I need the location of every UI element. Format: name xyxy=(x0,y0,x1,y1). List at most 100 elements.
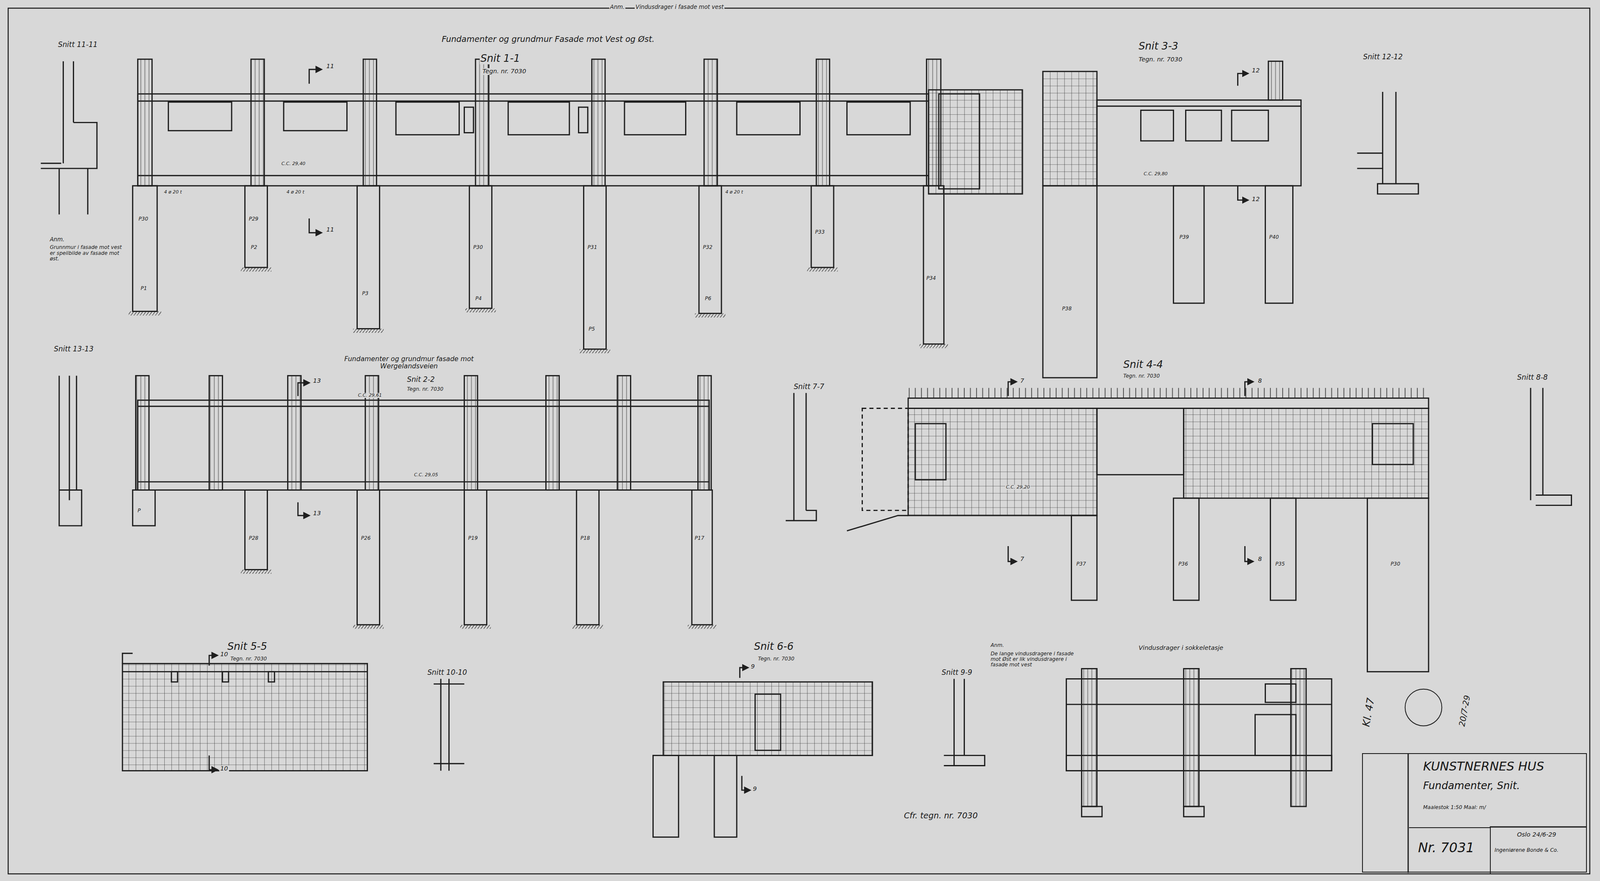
drawing-label: C.C. 29,80 xyxy=(1142,171,1169,177)
title-text: KUNSTNERNES HUS xyxy=(1422,759,1545,774)
section-2-2 xyxy=(59,375,717,629)
drawing-label: 8 xyxy=(1257,377,1263,385)
drawing-label: 7 xyxy=(1019,377,1026,385)
drawing-label: P32 xyxy=(701,244,714,251)
drawing-rect xyxy=(704,59,718,186)
drawing-label: P xyxy=(136,508,142,514)
drawing-rect xyxy=(923,185,944,345)
drawing-label: Grunnmur i fasade mot vest er speilbilde… xyxy=(49,244,125,262)
drawing-line xyxy=(1097,105,1302,107)
drawing-label: 4 ø 20 t xyxy=(724,189,744,195)
drawing-label: Vindusdrager i sokkeletasje xyxy=(1137,644,1225,652)
drawing-rect xyxy=(714,755,737,838)
drawing-label: Snit 1-1 xyxy=(479,52,522,65)
drawing-rect xyxy=(222,671,229,683)
drawing-rect xyxy=(132,489,155,526)
drawing-label: Vindusdrager i fasade mot vest xyxy=(634,4,725,11)
drawing-rect xyxy=(464,375,478,490)
drawing-rect xyxy=(287,375,302,490)
drawing-label: 10 xyxy=(219,651,229,658)
drawing-rect xyxy=(1173,185,1205,304)
drawing-path xyxy=(739,667,747,678)
title-text: Fundamenter, Snit. xyxy=(1422,780,1521,792)
drawing-rect xyxy=(1140,110,1174,141)
drawing-rect xyxy=(663,682,873,756)
drawing-rect xyxy=(8,8,1590,874)
title-text: Nr. 7031 xyxy=(1417,840,1476,855)
drawing-label: Snitt 10-10 xyxy=(426,668,468,677)
drawing-rect xyxy=(694,313,726,318)
drawing-rect xyxy=(132,185,158,312)
drawing-label: 10 xyxy=(219,765,229,773)
drawing-rect xyxy=(244,185,268,268)
drawing-label: Tegn. nr. 7030 xyxy=(229,656,268,662)
drawing-label: Snitt 12-12 xyxy=(1362,52,1404,61)
drawing-rect xyxy=(128,311,162,316)
drawing-label: Anm. xyxy=(609,4,626,11)
drawing-label: Snitt 7-7 xyxy=(793,382,826,391)
drawing-path xyxy=(59,61,97,215)
drawing-rect xyxy=(469,185,492,309)
drawing-path xyxy=(309,218,321,233)
drawing-rect xyxy=(353,328,384,333)
drawing-rect xyxy=(1367,498,1429,672)
drawing-rect xyxy=(464,489,487,625)
drawing-label: C.C. 29,40 xyxy=(280,161,307,167)
drawing-rect xyxy=(811,185,834,268)
drawing-rect xyxy=(699,185,722,314)
drawing-rect xyxy=(460,624,491,630)
drawing-label: P6 xyxy=(704,295,713,302)
drawing-path xyxy=(1356,91,1419,194)
drawing-path xyxy=(298,502,309,516)
drawing-rect xyxy=(1097,99,1302,186)
drawing-label: P30 xyxy=(137,216,150,222)
drawing-path xyxy=(122,653,133,664)
title-text: Maalestok 1:50 Maal: m/ xyxy=(1422,804,1487,811)
drawing-rect xyxy=(395,102,459,135)
drawing-rect xyxy=(806,267,838,272)
title-block: KUNSTNERNES HUS Fundamenter, Snit. Maalest… xyxy=(1362,753,1587,873)
drawing-label: P17 xyxy=(693,535,706,542)
drawing-rect xyxy=(915,423,946,481)
drawing-path xyxy=(785,392,817,521)
drawing-rect xyxy=(1265,185,1293,304)
drawing-label: 7 xyxy=(1019,555,1026,563)
drawing-rect xyxy=(1042,71,1098,186)
drawing-label: P29 xyxy=(248,216,260,222)
drawing-rect xyxy=(244,489,268,570)
drawing-rect xyxy=(363,59,377,186)
section-3-3 xyxy=(1042,61,1302,379)
drawing-label: P18 xyxy=(579,535,592,542)
drawing-rect xyxy=(1097,408,1184,476)
drawing-label: Snitt 11-11 xyxy=(57,40,99,49)
drawing-label: De lange vindusdragere i fasade mot Øst … xyxy=(989,651,1086,669)
drawing-label: 9 xyxy=(751,785,758,793)
drawing-rect xyxy=(652,755,679,838)
drawing-rect xyxy=(908,397,1429,409)
drawing-label: P26 xyxy=(360,535,372,542)
drawing-path xyxy=(1008,546,1016,562)
drawing-rect xyxy=(357,489,380,625)
drawing-path xyxy=(433,679,465,771)
drawing-label: Tegn. nr. 7030 xyxy=(481,68,528,75)
drawing-rect xyxy=(1081,806,1103,817)
drawing-rect xyxy=(1042,185,1098,378)
drawing-label: P1 xyxy=(139,285,148,292)
drawing-rect xyxy=(816,59,830,186)
drawing-label: P30 xyxy=(472,244,484,251)
drawing-rect xyxy=(168,102,232,131)
drawing-rect xyxy=(572,624,603,630)
drawing-rect xyxy=(928,89,1023,194)
drawing-label: Tegn. nr. 7030 xyxy=(406,386,445,393)
drawing-label: Snit 6-6 xyxy=(753,641,795,653)
drawing-label: 12 xyxy=(1251,196,1261,203)
drawing-label: P38 xyxy=(1061,306,1073,312)
drawing-rect xyxy=(209,375,223,490)
drawing-label: 8 xyxy=(1257,555,1263,563)
drawing-label: Snit 2-2 xyxy=(406,375,436,384)
drawing-path xyxy=(309,69,321,84)
drawing-path xyxy=(1237,185,1247,201)
drawing-label: P19 xyxy=(467,535,479,542)
drawing-label: P31 xyxy=(586,244,599,251)
